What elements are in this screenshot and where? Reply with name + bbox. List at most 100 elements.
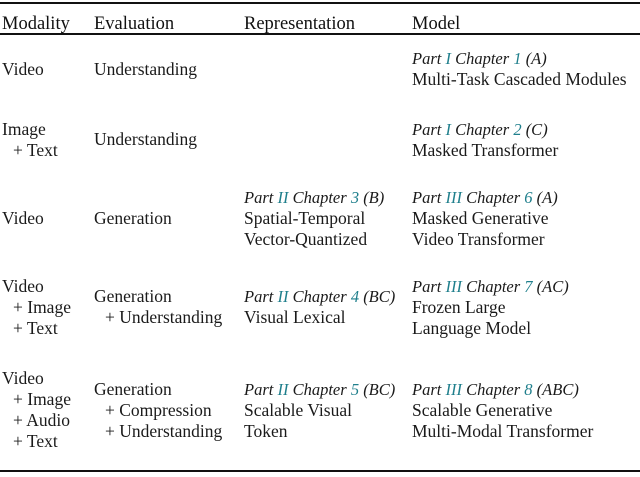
reference-part-label: Part	[412, 119, 442, 139]
column-header-modality-label: Modality	[2, 13, 70, 34]
cell-line: Masked Generative	[412, 207, 549, 228]
cell-line: + Text	[13, 139, 58, 160]
cell-line: + Compression	[105, 399, 212, 420]
reference-chapter-label: Chapter	[292, 187, 347, 207]
reference-part-number: III	[445, 187, 462, 207]
column-header-model-label: Model	[412, 13, 461, 34]
cell-line: Image	[2, 118, 46, 139]
model-value: Part I Chapter 2 (C)Masked Transformer	[408, 119, 640, 161]
cell-modality: Image+ Text	[0, 105, 88, 174]
reference-tag: (C)	[525, 119, 548, 139]
reference-tag: (BC)	[363, 287, 396, 306]
cell-line: Visual Lexical	[244, 307, 346, 327]
reference-part-label: Part	[244, 187, 274, 207]
chapter-reference: Part I Chapter 2 (C)	[412, 119, 640, 140]
cell-line: Generation	[94, 378, 172, 399]
reference-part-label: Part	[244, 287, 274, 306]
cell-line: Video	[2, 207, 44, 228]
reference-tag: (BC)	[363, 379, 396, 399]
cell-line: + Text	[13, 317, 58, 338]
chapter-reference: Part II Chapter 4 (BC)	[244, 286, 408, 307]
cell-modality: Video	[0, 33, 88, 105]
cell-line: Scalable Generative	[412, 399, 553, 420]
modality-value: Video+ Image+ Audio+ Text	[0, 368, 88, 452]
cell-model: Part I Chapter 2 (C)Masked Transformer	[408, 105, 640, 174]
cell-line: Understanding	[94, 58, 198, 79]
cell-line: + Image	[13, 296, 71, 317]
cell-representation	[240, 105, 408, 174]
evaluation-value: Understanding	[88, 59, 240, 80]
representation-value: Part II Chapter 4 (BC)Visual Lexical	[240, 286, 408, 328]
reference-part-label: Part	[412, 49, 442, 68]
cell-modality: Video+ Image+ Audio+ Text	[0, 352, 88, 468]
cell-model: Part III Chapter 8 (ABC)Scalable Generat…	[408, 352, 640, 468]
reference-part-number: I	[445, 119, 451, 139]
modality-value: Video+ Image+ Text	[0, 276, 88, 339]
chapter-reference: Part III Chapter 7 (AC)	[412, 276, 640, 297]
cell-evaluation: Generation+ Understanding	[88, 262, 240, 352]
cell-line: Vector-Quantized	[244, 228, 368, 249]
cell-modality: Video	[0, 174, 88, 262]
table-header: Modality Evaluation Representation Model	[0, 0, 640, 33]
table-bottom-rule	[0, 470, 640, 472]
column-header-model: Model	[408, 0, 640, 33]
reference-part-label: Part	[412, 187, 442, 207]
reference-chapter-label: Chapter	[466, 276, 521, 296]
column-header-evaluation: Evaluation	[88, 0, 240, 33]
reference-part-label: Part	[412, 276, 442, 296]
cell-line: Video Transformer	[412, 228, 545, 249]
cell-line: Scalable Visual	[244, 399, 352, 420]
evaluation-value: Generation+ Compression+ Understanding	[88, 379, 240, 442]
cell-line: + Audio	[13, 410, 71, 430]
table-header-row: Modality Evaluation Representation Model	[0, 0, 640, 33]
reference-chapter-label: Chapter	[455, 119, 510, 139]
cell-representation	[240, 33, 408, 105]
cell-line: Generation	[94, 286, 172, 306]
cell-line: + Text	[13, 431, 58, 451]
cell-line: + Understanding	[105, 420, 223, 441]
cell-evaluation: Generation	[88, 174, 240, 262]
reference-part-label: Part	[244, 379, 274, 399]
cell-line: Video	[2, 275, 44, 296]
column-header-evaluation-label: Evaluation	[94, 13, 175, 34]
cell-evaluation: Understanding	[88, 105, 240, 174]
reference-chapter-number: 7	[524, 276, 533, 296]
cell-line: Token	[244, 420, 288, 441]
cell-line: Video	[2, 58, 44, 79]
modality-value: Image+ Text	[0, 119, 88, 161]
column-header-modality: Modality	[0, 0, 88, 33]
cell-line: Multi-Modal Transformer	[412, 420, 594, 441]
evaluation-value: Generation	[88, 208, 240, 229]
reference-tag: (ABC)	[536, 379, 579, 399]
cell-modality: Video+ Image+ Text	[0, 262, 88, 352]
reference-tag: (A)	[525, 49, 547, 68]
reference-part-label: Part	[412, 379, 442, 399]
cell-line: Frozen Large	[412, 296, 506, 317]
cell-line: + Image	[13, 389, 71, 409]
reference-part-number: III	[445, 379, 462, 399]
reference-chapter-number: 3	[350, 187, 360, 207]
column-header-representation: Representation	[240, 0, 408, 33]
chapter-reference: Part II Chapter 5 (BC)	[244, 379, 408, 400]
reference-chapter-label: Chapter	[466, 187, 521, 207]
cell-line: Spatial-Temporal	[244, 207, 366, 228]
reference-part-number: II	[277, 287, 289, 306]
reference-chapter-number: 8	[524, 379, 533, 399]
cell-line: Language Model	[412, 317, 532, 338]
table-top-rule	[0, 2, 640, 4]
chapter-reference: Part III Chapter 8 (ABC)	[412, 379, 640, 400]
modality-value: Video	[0, 208, 88, 229]
reference-tag: (B)	[363, 187, 385, 207]
reference-part-number: I	[445, 49, 451, 68]
